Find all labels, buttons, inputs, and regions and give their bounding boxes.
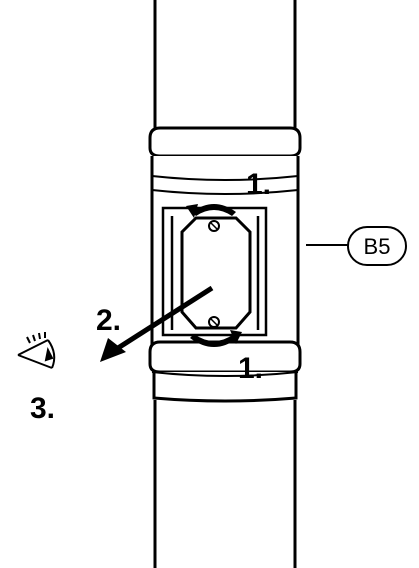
rotation-arrow-bottom: [190, 330, 242, 347]
cover-plate: [180, 216, 252, 330]
eye-icon: [17, 332, 56, 369]
removal-arrow: [100, 285, 214, 362]
pipe: [153, 0, 297, 568]
callout-label: B5: [364, 234, 391, 259]
step-label-2: 2.: [96, 304, 121, 337]
callout-b5: B5: [306, 226, 407, 266]
step-label-1-top: 1.: [246, 168, 271, 201]
rotation-arrow-top: [186, 204, 236, 218]
step-label-3: 3.: [30, 392, 55, 425]
step-label-1-bottom: 1.: [238, 352, 263, 385]
